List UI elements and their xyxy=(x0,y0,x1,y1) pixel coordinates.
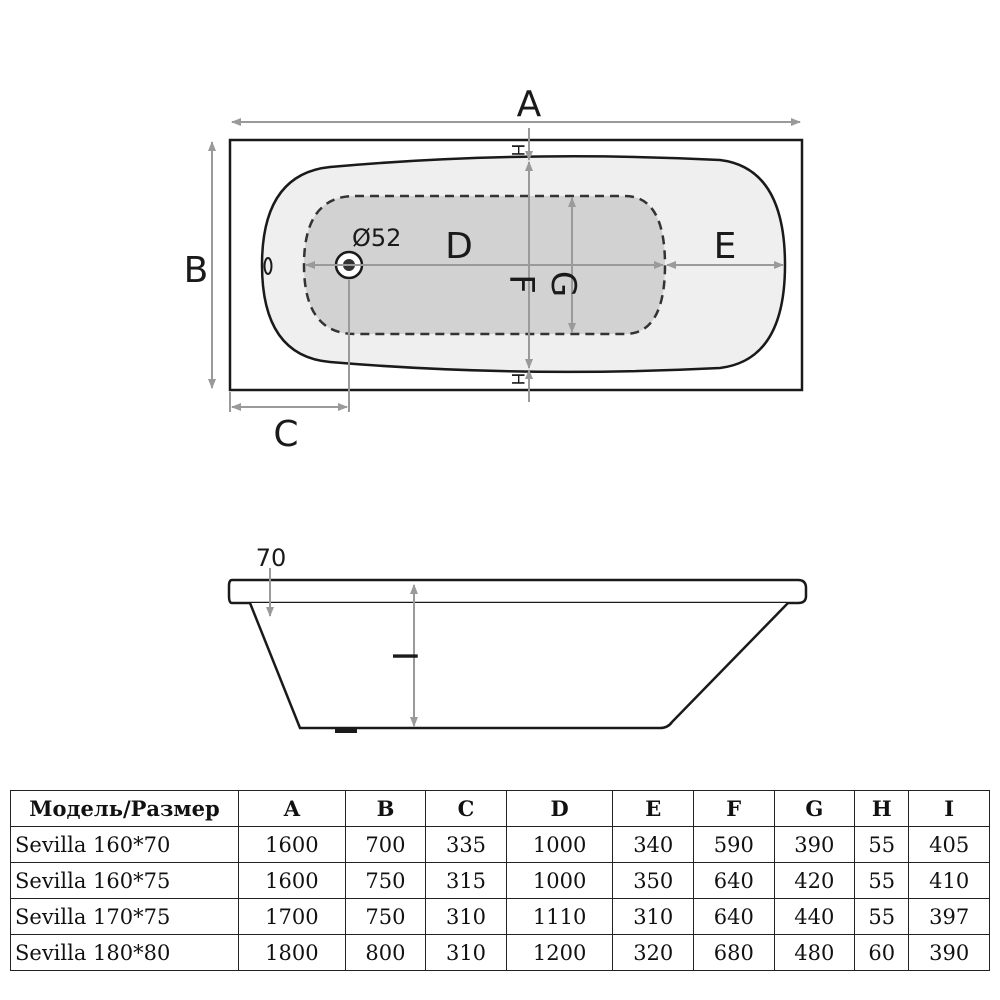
table-cell: Sevilla 170*75 xyxy=(10,898,239,935)
table-row: Sevilla 160*70 1600 700 335 1000 340 590… xyxy=(10,826,990,863)
table-cell: 480 xyxy=(773,934,856,971)
dimension-g-label: G xyxy=(543,271,583,297)
header-c: C xyxy=(425,790,507,827)
table-cell: 1600 xyxy=(238,826,346,863)
dimension-h-bottom-label: H xyxy=(507,373,527,386)
dimension-e-label: E xyxy=(714,226,737,267)
table-row: Sevilla 160*75 1600 750 315 1000 350 640… xyxy=(10,862,990,899)
table-cell: 55 xyxy=(854,826,910,863)
bathtub-drawing: A B C D Ø52 E F G H H 70 xyxy=(184,84,808,733)
table-cell: 640 xyxy=(693,862,775,899)
header-g: G xyxy=(773,790,856,827)
header-d: D xyxy=(505,790,614,827)
header-h: H xyxy=(854,790,910,827)
side-view: 70 I xyxy=(227,544,808,733)
table-cell: 1200 xyxy=(505,934,614,971)
table-cell: 60 xyxy=(854,934,910,971)
table-cell: 390 xyxy=(908,934,990,971)
table-cell: Sevilla 160*75 xyxy=(10,862,239,899)
table-header-row: Модель/Размер A B C D E F G H I xyxy=(10,790,990,827)
table-cell: 320 xyxy=(612,934,694,971)
header-f: F xyxy=(693,790,775,827)
dimensions-table: Модель/Размер A B C D E F G H I Sevilla … xyxy=(10,790,990,971)
header-e: E xyxy=(612,790,694,827)
table-row: Sevilla 170*75 1700 750 310 1110 310 640… xyxy=(10,898,990,935)
table-cell: 590 xyxy=(693,826,775,863)
table-cell: 1110 xyxy=(505,898,614,935)
dimension-d-label: D xyxy=(445,226,473,267)
table-cell: 310 xyxy=(425,898,507,935)
table-cell: 640 xyxy=(693,898,775,935)
table-cell: 420 xyxy=(773,862,856,899)
header-a: A xyxy=(238,790,346,827)
table-cell: 390 xyxy=(773,826,856,863)
table-cell: 800 xyxy=(344,934,427,971)
dimension-i-label: I xyxy=(384,651,424,661)
table-cell: 1800 xyxy=(238,934,346,971)
table-cell: 1000 xyxy=(505,862,614,899)
table-cell: Sevilla 180*80 xyxy=(10,934,239,971)
dimension-b-label: B xyxy=(184,250,209,291)
table-cell: 440 xyxy=(773,898,856,935)
table-cell: 350 xyxy=(612,862,694,899)
side-rim xyxy=(227,578,808,605)
side-body xyxy=(248,602,789,730)
dimension-f-label: F xyxy=(501,274,541,294)
table-cell: 750 xyxy=(344,898,427,935)
table-cell: 340 xyxy=(612,826,694,863)
header-b: B xyxy=(344,790,427,827)
table-cell: 1700 xyxy=(238,898,346,935)
drain-outlet xyxy=(335,728,357,733)
table-cell: 55 xyxy=(854,862,910,899)
table-cell: 410 xyxy=(908,862,990,899)
table-cell: 310 xyxy=(425,934,507,971)
table-row: Sevilla 180*80 1800 800 310 1200 320 680… xyxy=(10,934,990,971)
rim-dimension-label: 70 xyxy=(256,544,287,572)
table-cell: 315 xyxy=(425,862,507,899)
dimension-c-label: C xyxy=(273,414,298,455)
table-cell: 1000 xyxy=(505,826,614,863)
dimension-h-top-label: H xyxy=(507,144,527,157)
table-cell: 750 xyxy=(344,862,427,899)
dimension-a-label: A xyxy=(517,84,542,125)
plan-view: A B C D Ø52 E F G H H xyxy=(184,84,804,455)
table-cell: 1600 xyxy=(238,862,346,899)
table-cell: 700 xyxy=(344,826,427,863)
table-cell: 405 xyxy=(908,826,990,863)
table-cell: 397 xyxy=(908,898,990,935)
table-cell: Sevilla 160*70 xyxy=(10,826,239,863)
table-cell: 55 xyxy=(854,898,910,935)
overflow-slot xyxy=(263,257,273,275)
drain-diameter-label: Ø52 xyxy=(352,224,401,252)
table-cell: 310 xyxy=(612,898,694,935)
header-model: Модель/Размер xyxy=(10,790,239,827)
header-i: I xyxy=(908,790,990,827)
table-cell: 335 xyxy=(425,826,507,863)
table-cell: 680 xyxy=(693,934,775,971)
